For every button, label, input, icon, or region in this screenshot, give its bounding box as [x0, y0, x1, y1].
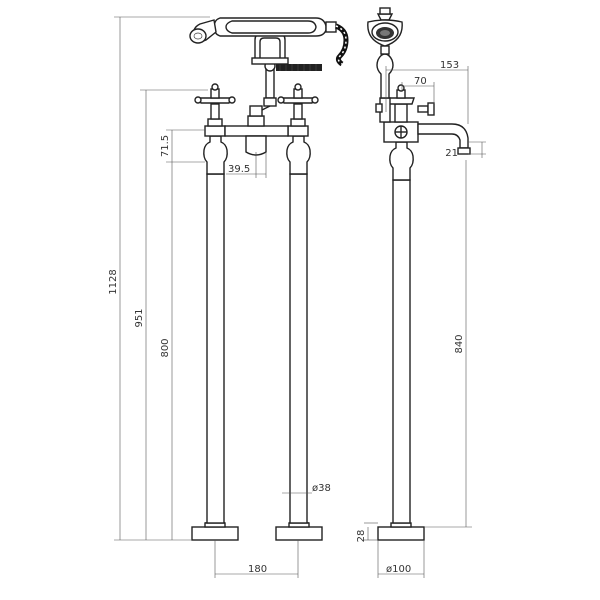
mixer-body — [224, 125, 289, 137]
dim-pipe-diameter: ø38 — [312, 483, 331, 494]
dim-side-height: 840 — [454, 334, 465, 353]
left-crosshead-handle — [194, 83, 236, 120]
dim-total-height: 1128 — [108, 269, 119, 294]
telephone-handset — [189, 17, 337, 44]
dim-centers: 180 — [248, 564, 267, 575]
dim-handle-height: 951 — [134, 308, 145, 327]
side-shower-head — [367, 7, 403, 47]
dim-spout-drop: 21 — [445, 148, 458, 159]
right-crosshead-handle — [277, 83, 319, 120]
right-valve-body — [286, 135, 311, 175]
dim-reach: 153 — [440, 60, 459, 71]
hose-outlet — [276, 64, 322, 71]
side-base — [377, 526, 425, 541]
right-pillar-pipe — [289, 173, 308, 524]
side-dimensions: 840 153 70 21 28 ø100 — [356, 60, 486, 578]
dim-pillar-height: 800 — [160, 338, 171, 357]
side-spout — [417, 123, 469, 149]
dim-base-diameter: ø100 — [386, 564, 411, 575]
side-pillar-pipe — [392, 179, 411, 524]
dim-handle-offset: 70 — [414, 76, 427, 87]
front-view — [189, 17, 349, 541]
front-dimensions: 1128 951 800 71.5 39.5 ø38 180 — [108, 16, 331, 578]
left-valve-body — [203, 135, 228, 175]
left-base — [191, 526, 239, 541]
dim-base-height: 28 — [356, 530, 367, 543]
dim-spout-offset: 39.5 — [228, 164, 250, 175]
right-base — [275, 526, 323, 541]
dim-valve-spout: 71.5 — [160, 135, 171, 157]
left-pillar-pipe — [206, 173, 225, 524]
side-view — [367, 7, 471, 541]
